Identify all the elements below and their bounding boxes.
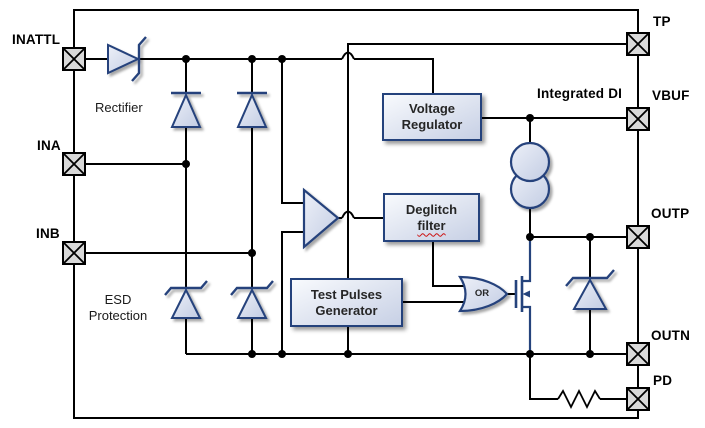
output-zener-icon [565,269,615,310]
pin-label-tp: TP [653,14,671,29]
pin-label-outp: OUTP [651,206,690,221]
pin-label-pd: PD [653,373,673,388]
pin-tp [626,32,650,56]
wire-hop-top [341,51,355,60]
clamp-diode-icon [236,91,268,128]
pin-outn [626,342,650,366]
esd-zener-icon [164,280,208,319]
comparator-icon [302,187,340,250]
or-gate-label: OR [474,288,490,299]
pin-label-vbuf: VBUF [652,88,690,103]
wire-vr-input [354,58,434,93]
wire-comp-minus [281,231,304,354]
or-gate-icon [457,275,509,313]
pin-pd [626,387,650,411]
esd-protection-label: ESD Protection [83,292,153,324]
integrated-di-label: Integrated DI [537,86,623,101]
block-label: Deglitch [405,201,458,217]
block-label: Generator [315,302,378,318]
rectifier-diode-icon [107,36,147,82]
wire-tp [347,43,627,278]
pin-label-ina: INA [37,138,61,153]
pin-inb [62,241,86,265]
circuit-wires [85,43,627,410]
deglitch-filter-block: Deglitch filter [383,193,480,242]
wire-comp-plus [281,59,304,204]
mosfet-icon [514,237,532,354]
esd-label-line1: ESD [104,292,132,307]
block-label-spellchecked: filter [417,217,446,233]
junction-dots [182,55,594,358]
current-source-icon [509,141,551,210]
voltage-regulator-block: Voltage Regulator [382,93,482,141]
clamp-diode-icon [170,91,202,128]
resistor-icon [557,388,601,410]
pin-label-inb: INB [36,226,60,241]
pin-label-outn: OUTN [651,328,691,343]
block-label: Test Pulses [310,286,383,302]
pin-vbuf [626,107,650,131]
component-symbols [107,36,615,319]
wire-hop-comp [341,210,355,219]
pin-pads [62,32,650,411]
wire-deglitch-out [432,242,468,287]
esd-zener-icon [230,280,274,319]
rectifier-label: Rectifier [95,100,143,115]
block-label: Voltage [409,101,455,116]
pin-label-inattl: INATTL [12,32,61,47]
pin-inattl [62,47,86,71]
ic-boundary [73,9,639,419]
pin-ina [62,152,86,176]
test-pulses-generator-block: Test Pulses Generator [290,278,403,327]
pin-outp [626,225,650,249]
esd-label-line2: Protection [88,308,148,323]
mosfet-body-arrow [522,290,530,298]
block-label: Regulator [401,117,463,132]
wire-pd-a [529,354,558,400]
